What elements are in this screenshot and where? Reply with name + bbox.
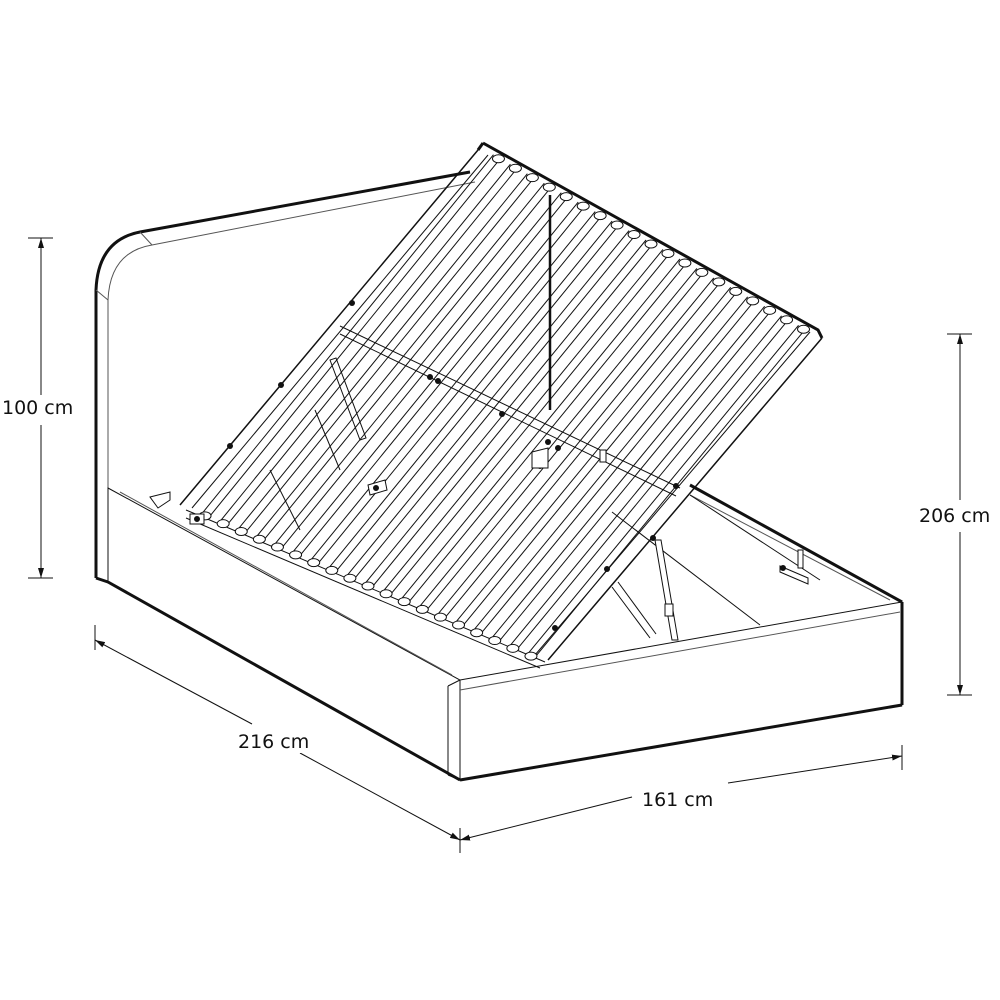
bed-base xyxy=(95,483,904,782)
gas-struts xyxy=(269,357,679,641)
dimension-lines xyxy=(28,237,972,853)
rivets xyxy=(227,300,679,631)
dimension-label-side-length: 216 cm xyxy=(236,731,312,753)
headboard xyxy=(94,170,476,583)
slats xyxy=(198,154,811,661)
dimension-label-headboard-height: 100 cm xyxy=(0,397,76,419)
dimension-label-overall-length: 206 cm xyxy=(917,505,993,527)
hinge-brackets xyxy=(189,447,607,525)
dimension-label-overall-width: 161 cm xyxy=(640,789,716,811)
